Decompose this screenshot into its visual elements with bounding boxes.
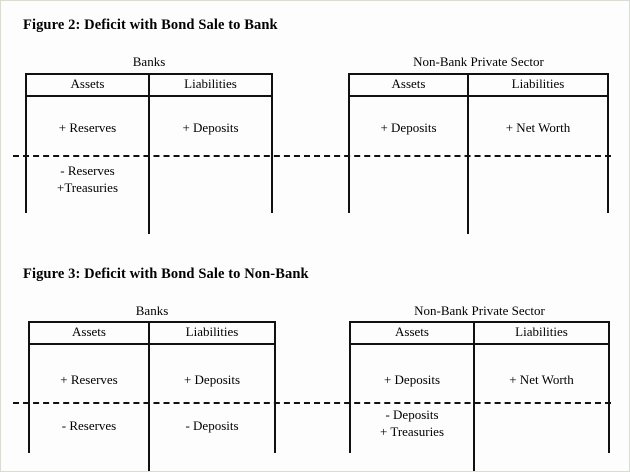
column-header-liabilities: Liabilities	[184, 76, 237, 91]
cell-assets-row1: + Reserves	[27, 96, 150, 149]
entry-text: + Deposits	[183, 371, 241, 387]
column-header-assets: Assets	[350, 75, 469, 95]
entry-text: + Net Worth	[505, 119, 571, 135]
figure-3-banks-label: Banks	[135, 303, 169, 318]
table-row: - Reserves +Treasuries	[27, 148, 271, 234]
cell-liabilities-row1: + Deposits	[150, 97, 271, 149]
entry-text: + Reserves	[60, 371, 118, 387]
column-header-assets: Assets	[351, 323, 475, 343]
table-header-row: Assets Liabilities	[351, 323, 608, 345]
figure-3-nonbank-label: Non-Bank Private Sector	[414, 303, 545, 318]
table-row: + Deposits + Net Worth	[351, 344, 608, 397]
figure-2-caption: Figure 2: Deficit with Bond Sale to Bank	[23, 17, 278, 33]
figure-2-banks-table: Assets Liabilities + Reserves + Deposits…	[25, 73, 273, 234]
column-header-assets: Assets	[27, 75, 150, 95]
entry-text: + Reserves	[58, 119, 117, 135]
table-row: - Deposits + Treasuries	[351, 396, 608, 471]
column-header-assets: Assets	[30, 323, 150, 343]
table-row: - Reserves - Deposits	[30, 396, 274, 471]
table-row	[350, 148, 607, 234]
entry-text: + Deposits	[383, 371, 441, 387]
cell-assets-row1: + Deposits	[351, 344, 475, 397]
table-row: + Reserves + Deposits	[27, 96, 271, 149]
figure-3-caption: Figure 3: Deficit with Bond Sale to Non-…	[23, 266, 309, 282]
table-header-row: Assets Liabilities	[350, 75, 607, 97]
table-header-row: Assets Liabilities	[27, 75, 271, 97]
table-header-row: Assets Liabilities	[30, 323, 274, 345]
cell-liabilities-row2: - Deposits	[150, 397, 274, 471]
entry-text: + Treasuries	[379, 424, 445, 440]
figure-3-dashed-separator	[13, 402, 611, 404]
figure-3-banks-table: Assets Liabilities + Reserves + Deposits…	[28, 321, 276, 471]
column-header-liabilities: Liabilities	[515, 324, 568, 339]
cell-assets-row2: - Reserves +Treasuries	[27, 148, 150, 234]
cell-liabilities-row2	[475, 397, 608, 471]
cell-assets-row2: - Deposits + Treasuries	[351, 396, 475, 471]
figure-2-banks-label: Banks	[132, 54, 166, 69]
figure-2-nonbank-table: Assets Liabilities + Deposits + Net Wort…	[348, 73, 609, 234]
entry-text: - Deposits	[385, 406, 439, 422]
entry-text: + Net Worth	[509, 371, 574, 387]
cell-assets-row1: + Deposits	[350, 96, 469, 149]
entry-text: +Treasuries	[56, 180, 118, 196]
column-header-liabilities: Liabilities	[511, 76, 565, 91]
cell-liabilities-row2	[469, 149, 607, 234]
cell-liabilities-row1: + Net Worth	[475, 345, 608, 397]
cell-assets-row2	[350, 148, 469, 234]
column-header-liabilities: Liabilities	[185, 324, 239, 339]
cell-liabilities-row2	[150, 149, 271, 234]
entry-text: + Deposits	[380, 119, 437, 135]
cell-liabilities-row1: + Deposits	[150, 345, 274, 397]
cell-assets-row1: + Reserves	[30, 344, 150, 397]
entry-text: - Deposits	[185, 417, 239, 433]
cell-assets-row2: - Reserves	[30, 396, 150, 471]
entry-text: + Deposits	[182, 119, 239, 135]
figure-2-nonbank-label: Non-Bank Private Sector	[413, 54, 544, 69]
cell-liabilities-row1: + Net Worth	[469, 97, 607, 149]
table-row: + Reserves + Deposits	[30, 344, 274, 397]
figure-3-nonbank-table: Assets Liabilities + Deposits + Net Wort…	[349, 321, 610, 471]
table-row: + Deposits + Net Worth	[350, 96, 607, 149]
entry-text: - Reserves	[61, 417, 117, 433]
entry-text: - Reserves	[60, 162, 115, 178]
figure-2-dashed-separator	[13, 155, 611, 157]
